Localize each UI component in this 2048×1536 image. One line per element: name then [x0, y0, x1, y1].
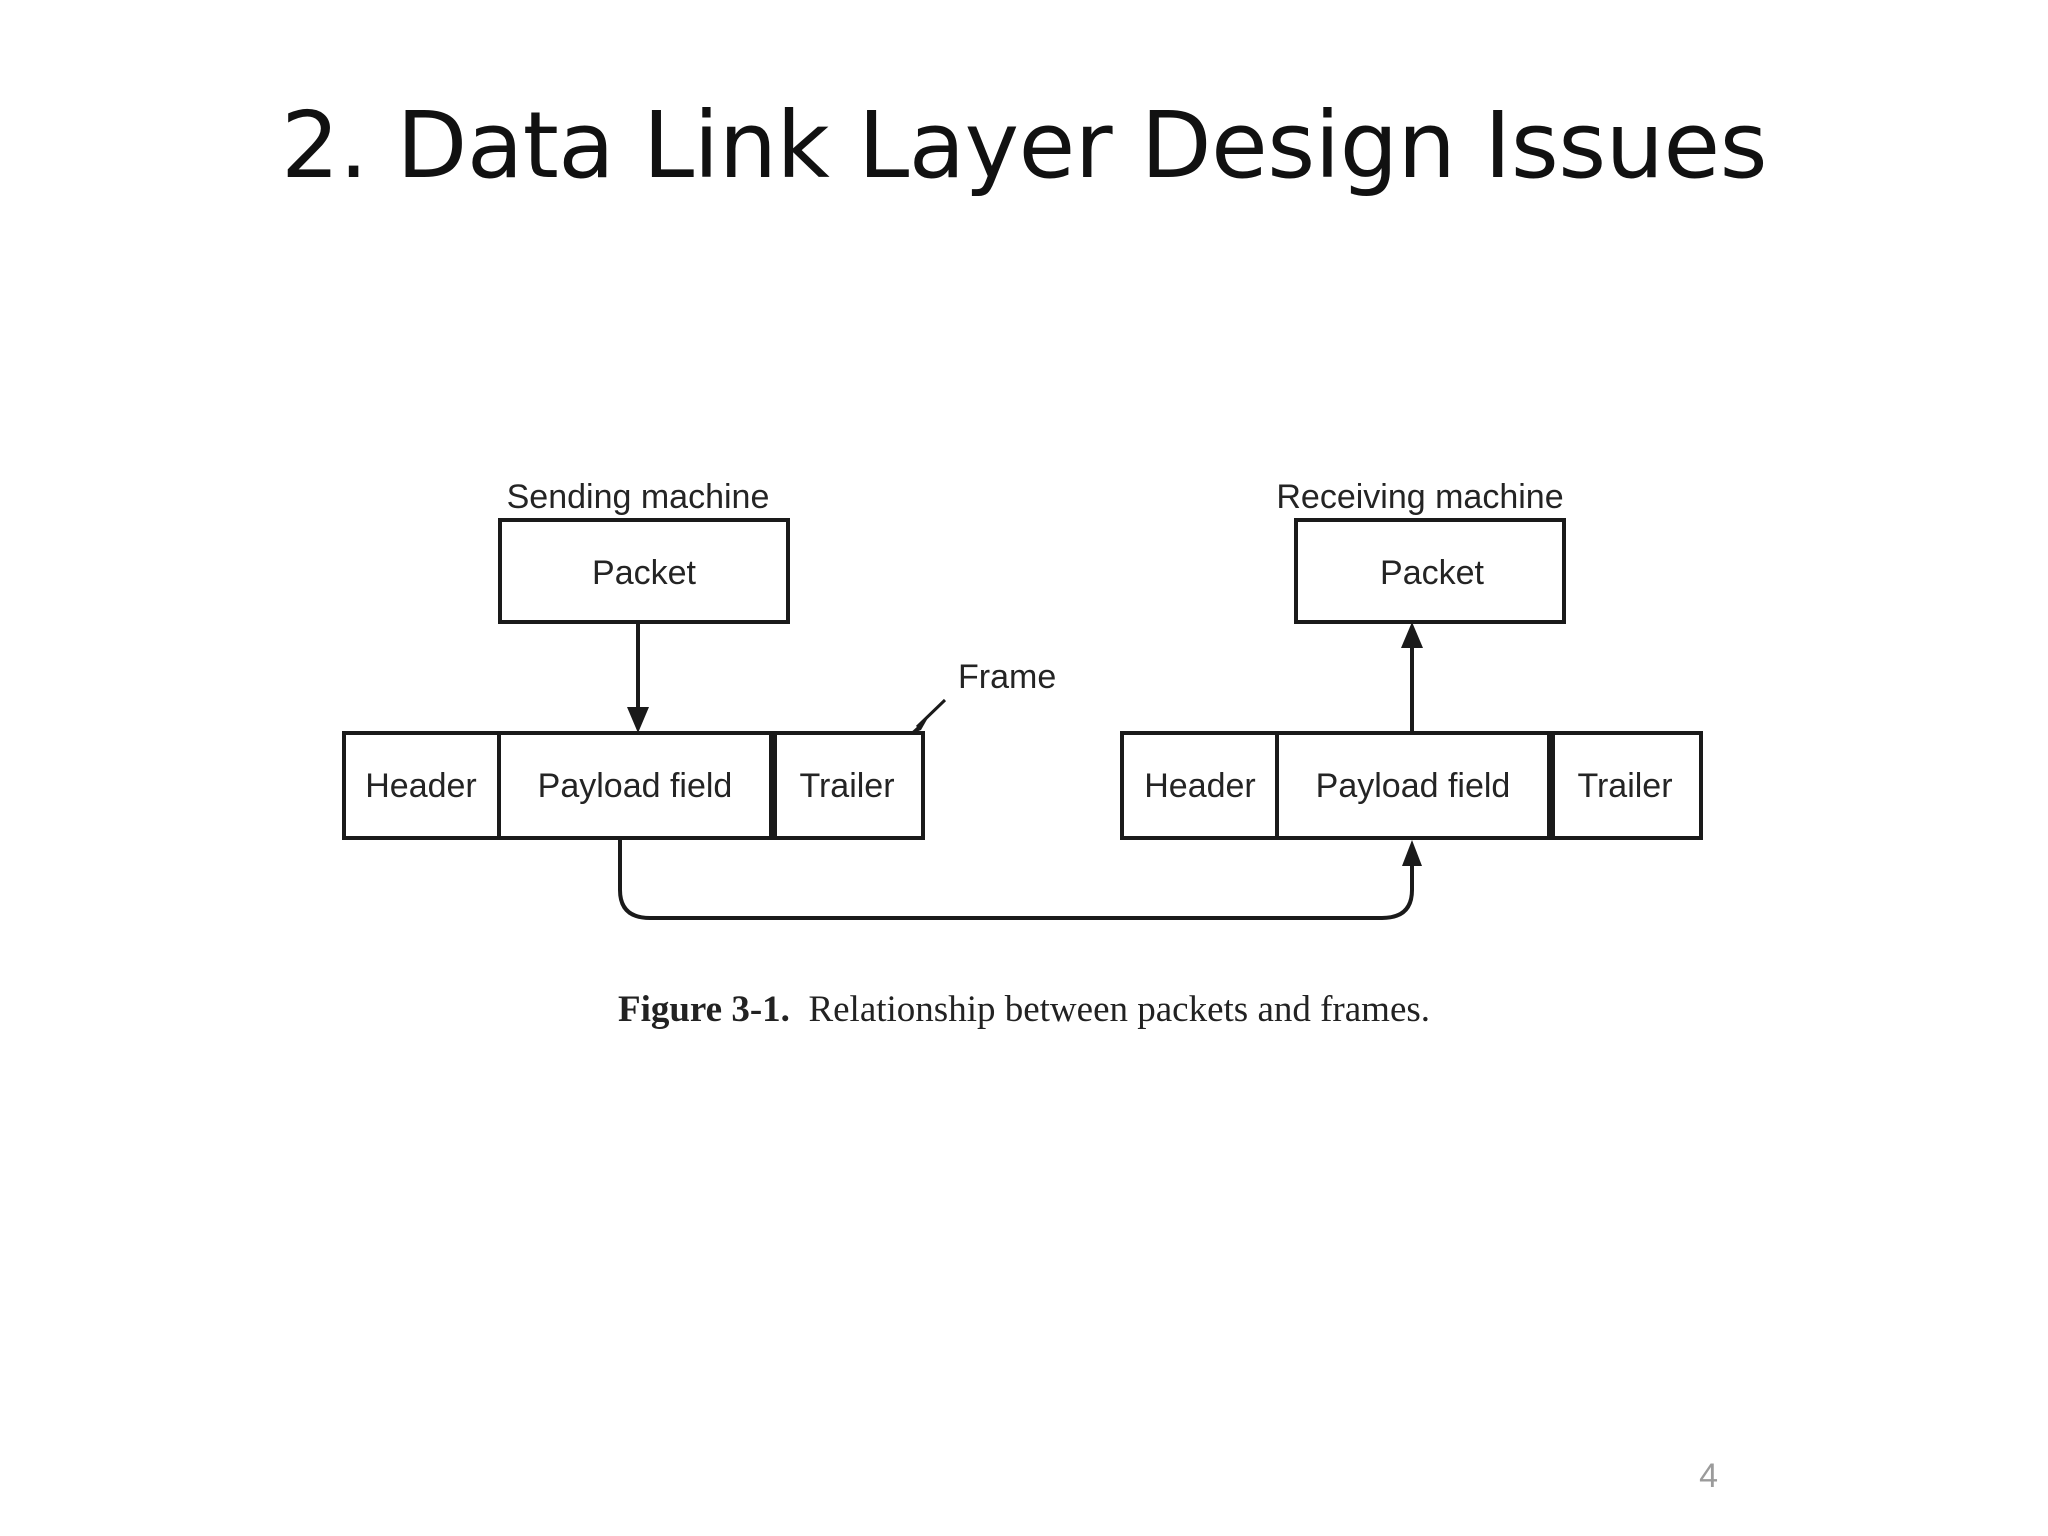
sending-frame-cell-header-box [342, 731, 501, 840]
receiving-packet-label: Packet [1380, 554, 1484, 592]
transmission-link-path [618, 838, 1414, 920]
page-number: 4 [1699, 1457, 1718, 1495]
frame-callout-group: Frame [908, 658, 1056, 735]
figure-caption-label: Figure 3-1. [617, 989, 790, 1030]
sending-frame-cell-header-label: Header [365, 767, 477, 805]
page-title: 2. Data Link Layer Design Issues [280, 92, 1768, 199]
sending-frame-cell-trailer-label: Trailer [799, 767, 894, 805]
frame-callout-label: Frame [958, 658, 1056, 696]
sending-packet-label: Packet [592, 554, 696, 592]
receiving-frame-cell-header-label: Header [1144, 767, 1256, 805]
transmission-link-group [618, 838, 1422, 920]
receiving-frame-cell-header-box [1120, 731, 1279, 840]
receiving-frame-cell-trailer-label: Trailer [1577, 767, 1672, 805]
sending-packet-to-frame-arrowhead [627, 707, 649, 733]
receiving-frame-cell-payload-label: Payload field [1316, 767, 1511, 805]
figure-caption: Figure 3-1. Relationship between packets… [0, 988, 2048, 1031]
receiving-frame-cell-trailer-box [1547, 731, 1703, 840]
sending-packet-box [498, 518, 790, 624]
sending-frame-cell-payload-box [497, 731, 773, 840]
receiving-frame-row: Header Payload field Trailer [1120, 731, 1703, 840]
receiving-packet-box [1294, 518, 1566, 624]
figure-caption-text: Relationship between packets and frames. [808, 989, 1431, 1030]
receiving-machine-group: Receiving machine Packet [1276, 478, 1566, 733]
receiving-machine-label: Receiving machine [1276, 478, 1563, 516]
figure-diagram: Sending machine Packet Header Payload fi… [342, 478, 1703, 920]
receiving-frame-to-packet-arrowhead [1401, 622, 1423, 648]
frame-callout-leader-line [915, 698, 947, 729]
frame-callout-arrowhead [908, 716, 929, 735]
sending-machine-group: Sending machine Packet [498, 478, 790, 733]
transmission-link-arrowhead [1402, 840, 1422, 866]
figure-packets-and-frames: Sending machine Packet Header Payload fi… [0, 478, 2048, 1031]
sending-machine-label: Sending machine [507, 478, 770, 516]
sending-frame-cell-payload-label: Payload field [538, 767, 733, 805]
sending-frame-row: Header Payload field Trailer [342, 731, 925, 840]
